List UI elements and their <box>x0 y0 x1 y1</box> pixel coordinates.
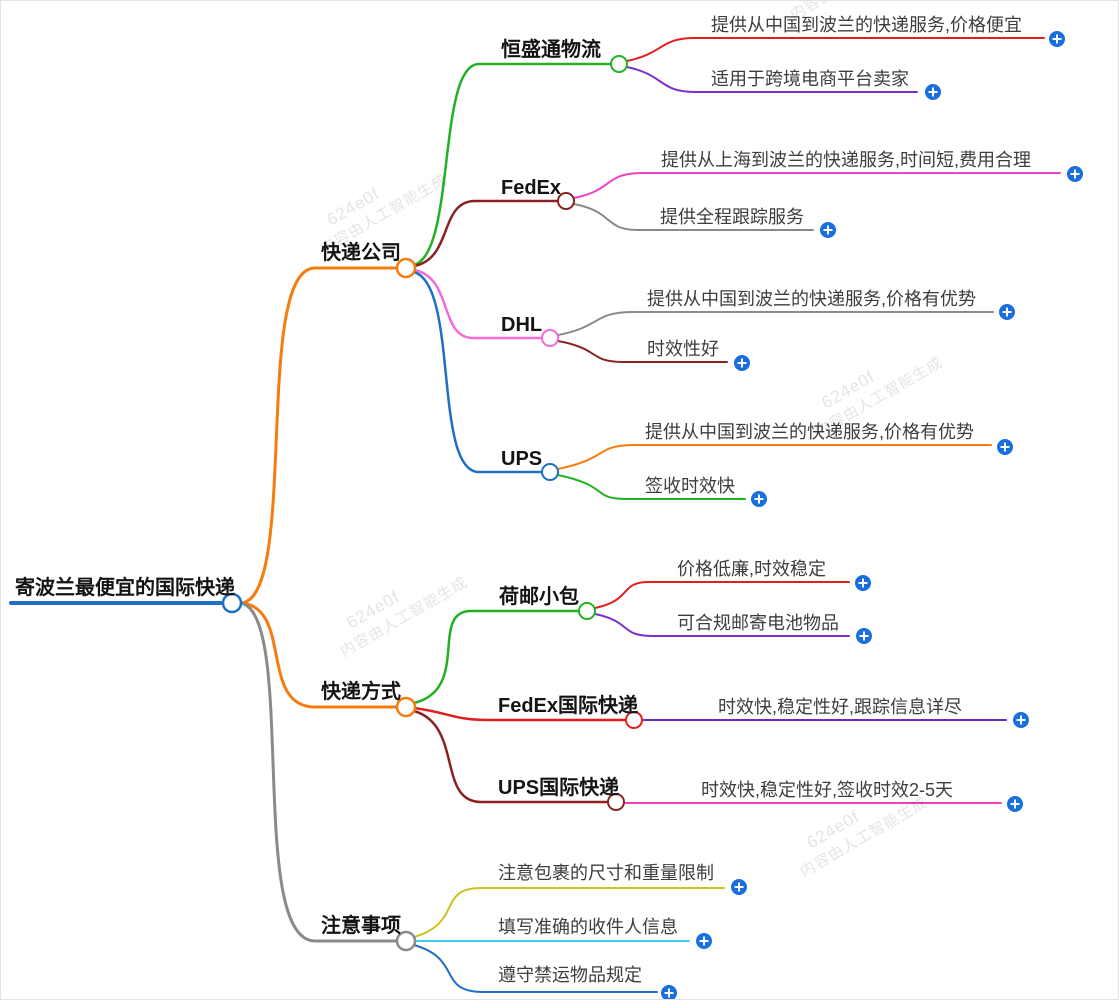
node-handle-express-companies[interactable] <box>395 257 417 279</box>
expand-button[interactable] <box>1013 712 1029 728</box>
edge-ups-intl <box>412 709 609 804</box>
leaf-node-label[interactable]: 签收时效快 <box>645 476 735 496</box>
node-handle-ups[interactable] <box>541 463 559 481</box>
edge-leaf <box>413 887 725 938</box>
expand-button[interactable] <box>751 491 767 507</box>
leaf-node-label[interactable]: 价格低廉,时效稳定 <box>677 559 827 579</box>
edge-leaf <box>557 444 992 470</box>
node-label-notes[interactable]: 注意事项 <box>321 915 401 937</box>
edge-leaf <box>594 613 850 637</box>
edge-leaf <box>573 203 814 231</box>
expand-button[interactable] <box>1067 166 1083 182</box>
expand-button[interactable] <box>856 628 872 644</box>
node-label-express-companies[interactable]: 快递公司 <box>321 242 401 264</box>
edge-fedex-intl <box>412 706 627 722</box>
expand-button[interactable] <box>925 84 941 100</box>
leaf-node-label[interactable]: 遵守禁运物品规定 <box>498 965 642 985</box>
edge-branch-express-methods <box>239 601 399 709</box>
node-handle-notes[interactable] <box>395 930 417 952</box>
expand-button[interactable] <box>820 222 836 238</box>
root-node-label[interactable]: 寄波兰最便宜的国际快递 <box>15 577 235 599</box>
node-handle-dhl[interactable] <box>541 329 559 347</box>
edge-leaf <box>557 340 728 363</box>
expand-button[interactable] <box>1007 796 1023 812</box>
expand-button[interactable] <box>997 439 1013 455</box>
edge-fedex <box>412 199 559 268</box>
edge-leaf <box>573 172 1061 199</box>
leaf-node-label[interactable]: 时效快,稳定性好,跟踪信息详尽 <box>718 697 963 717</box>
edge-leaf <box>626 66 918 93</box>
edge-leaf <box>557 474 746 500</box>
expand-button[interactable] <box>661 985 677 999</box>
edge-dhl <box>412 268 543 340</box>
expand-button[interactable] <box>696 933 712 949</box>
leaf-node-label[interactable]: 适用于跨境电商平台卖家 <box>711 69 909 89</box>
node-label-express-methods[interactable]: 快递方式 <box>321 681 401 703</box>
node-handle-hengshengtong[interactable] <box>610 55 628 73</box>
expand-button[interactable] <box>855 575 871 591</box>
leaf-node-label[interactable]: 可合规邮寄电池物品 <box>677 613 839 633</box>
node-handle-ups-intl[interactable] <box>607 793 625 811</box>
leaf-node-label[interactable]: 时效快,稳定性好,签收时效2-5天 <box>701 780 954 800</box>
leaf-node-label[interactable]: 时效性好 <box>647 339 719 359</box>
leaf-node-label[interactable]: 提供从中国到波兰的快递服务,价格有优势 <box>647 289 976 309</box>
leaf-node-label[interactable]: 提供从中国到波兰的快递服务,价格便宜 <box>711 15 1022 35</box>
root-node-handle[interactable] <box>221 592 243 614</box>
node-label-heyou-parcel[interactable]: 荷邮小包 <box>499 586 579 608</box>
node-handle-express-methods[interactable] <box>395 696 417 718</box>
expand-button[interactable] <box>731 879 747 895</box>
node-label-dhl[interactable]: DHL <box>501 314 543 336</box>
leaf-node-label[interactable]: 提供从上海到波兰的快递服务,时间短,费用合理 <box>661 150 1031 170</box>
leaf-node-label[interactable]: 注意包裹的尺寸和重量限制 <box>498 863 714 883</box>
expand-button[interactable] <box>734 355 750 371</box>
edge-heyou-parcel <box>412 609 580 705</box>
edge-ups <box>412 270 543 474</box>
edge-branch-express-companies <box>239 266 399 605</box>
node-label-hengshengtong[interactable]: 恒盛通物流 <box>501 39 601 61</box>
node-label-fedex[interactable]: FedEx <box>501 177 562 199</box>
edge-leaf <box>626 37 1045 62</box>
expand-button[interactable] <box>1049 31 1065 47</box>
node-label-ups[interactable]: UPS <box>501 448 543 470</box>
leaf-node-label[interactable]: 提供全程跟踪服务 <box>660 207 804 227</box>
expand-button[interactable] <box>999 304 1015 320</box>
edge-branch-notes <box>239 601 399 943</box>
node-handle-heyou-parcel[interactable] <box>578 602 596 620</box>
leaf-node-label[interactable]: 提供从中国到波兰的快递服务,价格有优势 <box>645 422 974 442</box>
edge-leaf <box>557 311 994 336</box>
node-handle-fedex-intl[interactable] <box>625 711 643 729</box>
node-label-ups-intl[interactable]: UPS国际快递 <box>498 777 620 799</box>
node-label-fedex-intl[interactable]: FedEx国际快递 <box>498 695 639 717</box>
edge-hengshengtong <box>412 62 612 267</box>
edge-leaf <box>594 581 850 609</box>
leaf-node-label[interactable]: 填写准确的收件人信息 <box>498 917 678 937</box>
edge-leaf <box>413 944 658 993</box>
node-handle-fedex[interactable] <box>557 192 575 210</box>
